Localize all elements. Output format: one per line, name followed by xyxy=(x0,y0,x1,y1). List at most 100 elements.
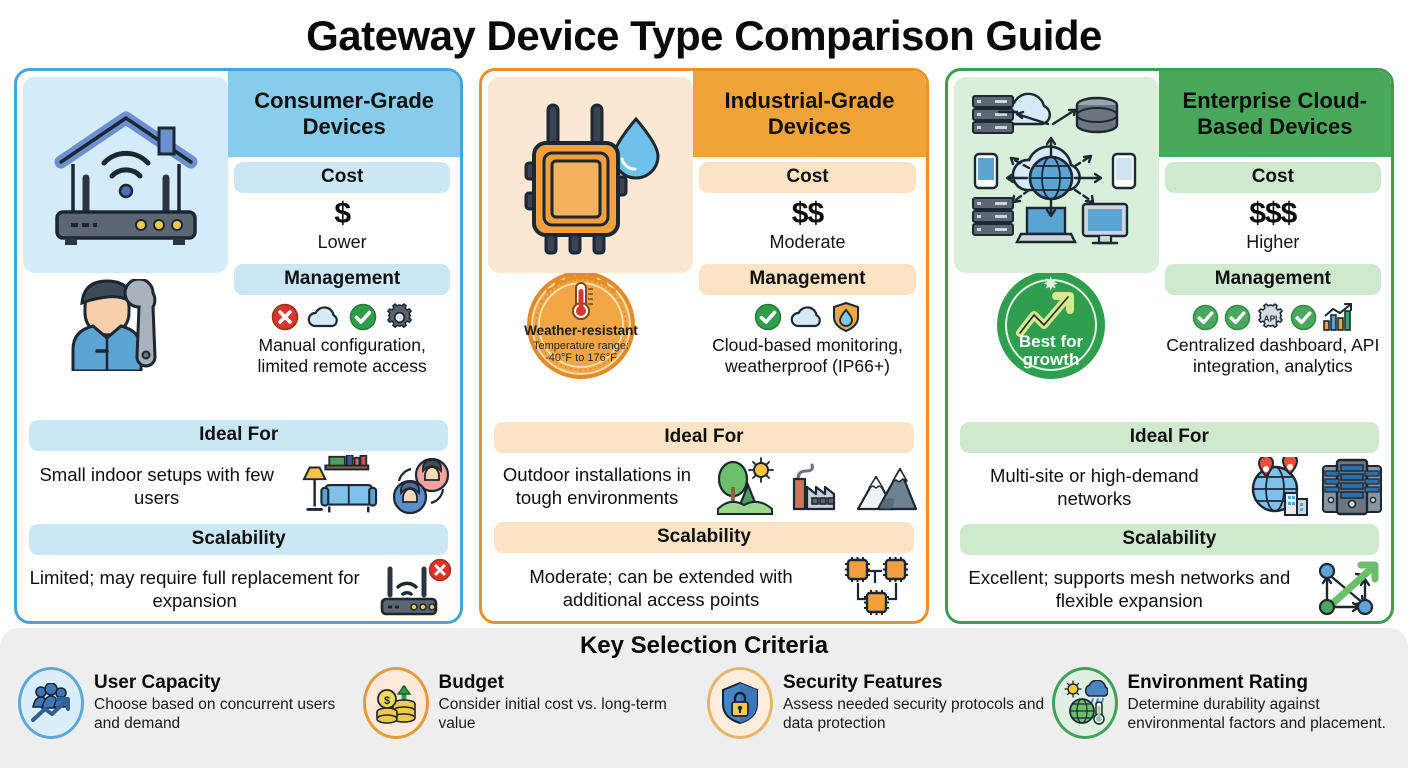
column-body: Cost $ Lower Management xyxy=(17,157,460,415)
page-title: Gateway Device Type Comparison Guide xyxy=(306,12,1102,59)
criteria-item-budget: $ Budget Consider initial cost vs. long-… xyxy=(362,665,702,739)
mesh-chips-icon xyxy=(844,557,918,619)
svg-text:growth: growth xyxy=(1022,350,1079,369)
section-label-ideal-for: Ideal For xyxy=(494,422,914,453)
management-icon-row xyxy=(232,302,452,332)
criteria-heading: User Capacity xyxy=(94,672,221,693)
section-label-scalability: Scalability xyxy=(29,524,449,555)
coins-arrow-icon: $ xyxy=(362,667,429,739)
section-label-management: Management xyxy=(234,264,451,295)
management-icon-row xyxy=(697,302,917,332)
column-body: Weather-resistant Temperature range: -40… xyxy=(482,157,925,417)
ideal-for-text: Multi-site or high-demand networks xyxy=(989,465,1199,509)
shield-lock-icon xyxy=(707,667,773,739)
criteria-item-user-capacity: User Capacity Choose based on concurrent… xyxy=(18,665,357,739)
green-check-icon xyxy=(1290,304,1317,331)
right-content-column: Cost $$$ Higher Management API xyxy=(1159,157,1391,417)
ideal-for-text: Outdoor installations in tough environme… xyxy=(502,464,692,508)
two-users-icon xyxy=(390,457,452,515)
criteria-description: Assess needed security protocols and dat… xyxy=(783,696,1045,732)
ideal-for-block: Ideal For Outdoor installations in tough… xyxy=(482,417,925,517)
server-rack-icon xyxy=(1321,458,1383,516)
scalability-content: Excellent; supports mesh networks and fl… xyxy=(954,555,1385,621)
criteria-heading: Environment Rating xyxy=(1127,672,1309,693)
scalability-text: Moderate; can be extended with additiona… xyxy=(529,566,793,610)
criteria-description: Determine durability against environment… xyxy=(1127,696,1386,732)
svg-text:-40°F to 176°F: -40°F to 176°F xyxy=(545,352,617,364)
criteria-title: Key Selection Criteria xyxy=(579,632,829,659)
scalability-block: Scalability Limited; may require full re… xyxy=(17,519,460,621)
best-for-growth-seal-icon: Best for growth xyxy=(976,269,1126,381)
hero-illustration-consumer xyxy=(23,77,228,273)
criteria-item-security-features: Security Features Assess needed security… xyxy=(707,665,1046,739)
weather-globe-icon xyxy=(1051,667,1118,739)
api-gear-icon: API xyxy=(1256,302,1285,332)
criteria-heading: Budget xyxy=(438,672,504,693)
tree-sun-icon xyxy=(716,457,774,515)
cost-word: Lower xyxy=(317,232,367,252)
ideal-for-block: Ideal For Small indoor setups with few u… xyxy=(17,415,460,519)
criteria-items-row: User Capacity Choose based on concurrent… xyxy=(0,661,1408,739)
scalability-text: Limited; may require full replacement fo… xyxy=(29,567,360,611)
section-label-management: Management xyxy=(1164,264,1381,295)
criteria-text: Security Features Assess needed security… xyxy=(783,665,1046,733)
living-room-icon xyxy=(300,455,378,517)
left-art-column: Best for growth xyxy=(948,157,1159,417)
criteria-text: Budget Consider initial cost vs. long-te… xyxy=(439,665,702,733)
svg-text:$: $ xyxy=(383,695,389,707)
scalability-content: Limited; may require full replacement fo… xyxy=(23,555,454,621)
rugged-enclosure-waterdrop-icon xyxy=(524,103,660,254)
comparison-columns: Consumer-Grade Devices xyxy=(0,68,1408,624)
ideal-for-content: Multi-site or high-demand networks xyxy=(954,453,1385,519)
column-enterprise-cloud: Enterprise Cloud-Based Devices xyxy=(944,68,1394,624)
green-check-icon xyxy=(349,303,377,331)
column-title: Industrial-Grade Devices xyxy=(693,71,926,157)
weather-resistant-seal-icon: Weather-resistant Temperature range: -40… xyxy=(496,269,666,381)
column-industrial-grade: Industrial-Grade Devices xyxy=(479,68,929,624)
cost-word: Moderate xyxy=(769,232,846,252)
section-label-scalability: Scalability xyxy=(494,522,914,553)
cost-symbol: $$$ xyxy=(1249,197,1297,230)
globe-pins-buildings-icon xyxy=(1245,457,1309,517)
section-label-cost: Cost xyxy=(699,162,916,193)
column-title: Consumer-Grade Devices xyxy=(228,71,461,157)
cloud-icon xyxy=(790,303,824,331)
home-router-wifi-icon xyxy=(54,111,197,245)
criteria-item-environment-rating: Environment Rating Determine durability … xyxy=(1051,665,1391,739)
criteria-description: Choose based on concurrent users and dem… xyxy=(94,696,336,732)
criteria-heading: Security Features xyxy=(783,672,943,693)
svg-text:Weather-resistant: Weather-resistant xyxy=(524,323,638,338)
ideal-for-content: Outdoor installations in tough environme… xyxy=(488,453,919,517)
left-art-column: Weather-resistant Temperature range: -40… xyxy=(482,157,693,417)
gear-icon xyxy=(385,302,414,332)
users-growth-icon xyxy=(18,667,84,739)
svg-text:Best for: Best for xyxy=(1019,332,1084,351)
red-x-icon xyxy=(271,303,299,331)
criteria-text: User Capacity Choose based on concurrent… xyxy=(94,665,357,733)
cloud-icon xyxy=(307,303,341,331)
management-text: Manual configuration, limited remote acc… xyxy=(257,335,427,376)
scalability-block: Scalability Moderate; can be extended wi… xyxy=(482,517,925,621)
ideal-for-text: Small indoor setups with few users xyxy=(39,464,274,508)
ideal-for-content: Small indoor setups with few users xyxy=(23,451,454,519)
cost-symbol: $$ xyxy=(791,197,824,230)
right-content-column: Cost $$ Moderate Management xyxy=(693,157,925,417)
technician-wrench-icon xyxy=(57,279,177,371)
router-blocked-icon xyxy=(376,559,452,619)
green-check-icon xyxy=(1224,304,1251,331)
green-check-icon xyxy=(754,303,782,331)
column-title: Enterprise Cloud-Based Devices xyxy=(1158,71,1391,157)
section-label-cost: Cost xyxy=(234,162,451,193)
svg-text:API: API xyxy=(1263,314,1277,323)
green-check-icon xyxy=(1192,304,1219,331)
management-icon-row: API xyxy=(1163,302,1383,332)
mountains-icon xyxy=(856,457,918,515)
section-label-cost: Cost xyxy=(1164,162,1381,193)
ideal-for-block: Ideal For Multi-site or high-demand netw… xyxy=(948,417,1391,519)
cloud-network-topology-icon xyxy=(972,92,1137,245)
scalability-content: Moderate; can be extended with additiona… xyxy=(488,553,919,621)
criteria-text: Environment Rating Determine durability … xyxy=(1128,665,1391,733)
factory-icon xyxy=(786,457,844,515)
cost-word: Higher xyxy=(1246,232,1300,252)
